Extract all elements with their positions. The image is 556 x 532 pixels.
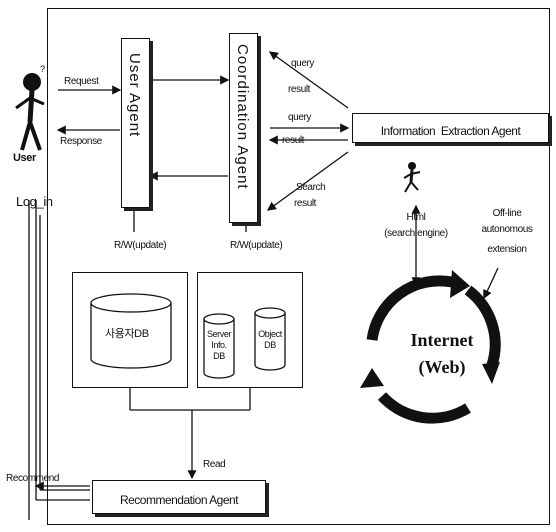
svg-text:?: ? [40,64,45,74]
coordination-agent-box[interactable]: Coordination Agent [229,33,258,223]
recommend-label: Recommend [6,473,59,484]
information-extraction-agent-box[interactable]: Information Extraction Agent [352,113,549,143]
server-info-db-line1: Server [204,329,234,340]
result-label-2: result [282,135,304,146]
search-engine-label: (search engine) [364,228,468,239]
user-agent-label: User Agent [126,53,143,137]
html-label: Html [388,212,444,223]
result-label-1: result [288,84,310,95]
coordination-agent-label: Coordination Agent [234,44,251,190]
information-extraction-agent-label: Information Extraction Agent [381,124,521,138]
server-info-db-line2: Info. [204,340,234,351]
user-db-label: 사용자DB [105,329,149,340]
user-agent-box[interactable]: User Agent [121,38,150,208]
rw-update-label-2: R/W(update) [230,240,282,251]
offline-label-2: autonomous [472,224,542,235]
request-label: Request [64,76,98,87]
object-db-line1: Object [255,329,285,340]
offline-label-3: extension [472,244,542,255]
crawler-agent-icon [400,160,424,194]
read-label: Read [203,459,225,470]
user-label: User [13,153,36,164]
search-label: Search [296,182,325,193]
recommendation-agent-label: Recommendation Agent [120,493,238,507]
server-info-db-line3: DB [204,351,234,362]
web-label: (Web) [392,357,492,378]
recommendation-agent-box[interactable]: Recommendation Agent [92,480,266,514]
user-figure-icon: ? [12,64,48,154]
user-db-container: 사용자DB [72,272,188,388]
internet-label: Internet [392,330,492,351]
result-label-3: result [294,198,316,209]
response-label: Response [60,136,102,147]
login-label: Log_in [16,196,53,207]
query-label-2: query [288,112,311,123]
object-db-line2: DB [255,340,285,351]
rw-update-label-1: R/W(update) [114,240,166,251]
offline-label-1: Off-line [472,208,542,219]
query-label-1: query [291,58,314,69]
server-object-db-container: Server Info. DB Object DB [197,272,303,388]
